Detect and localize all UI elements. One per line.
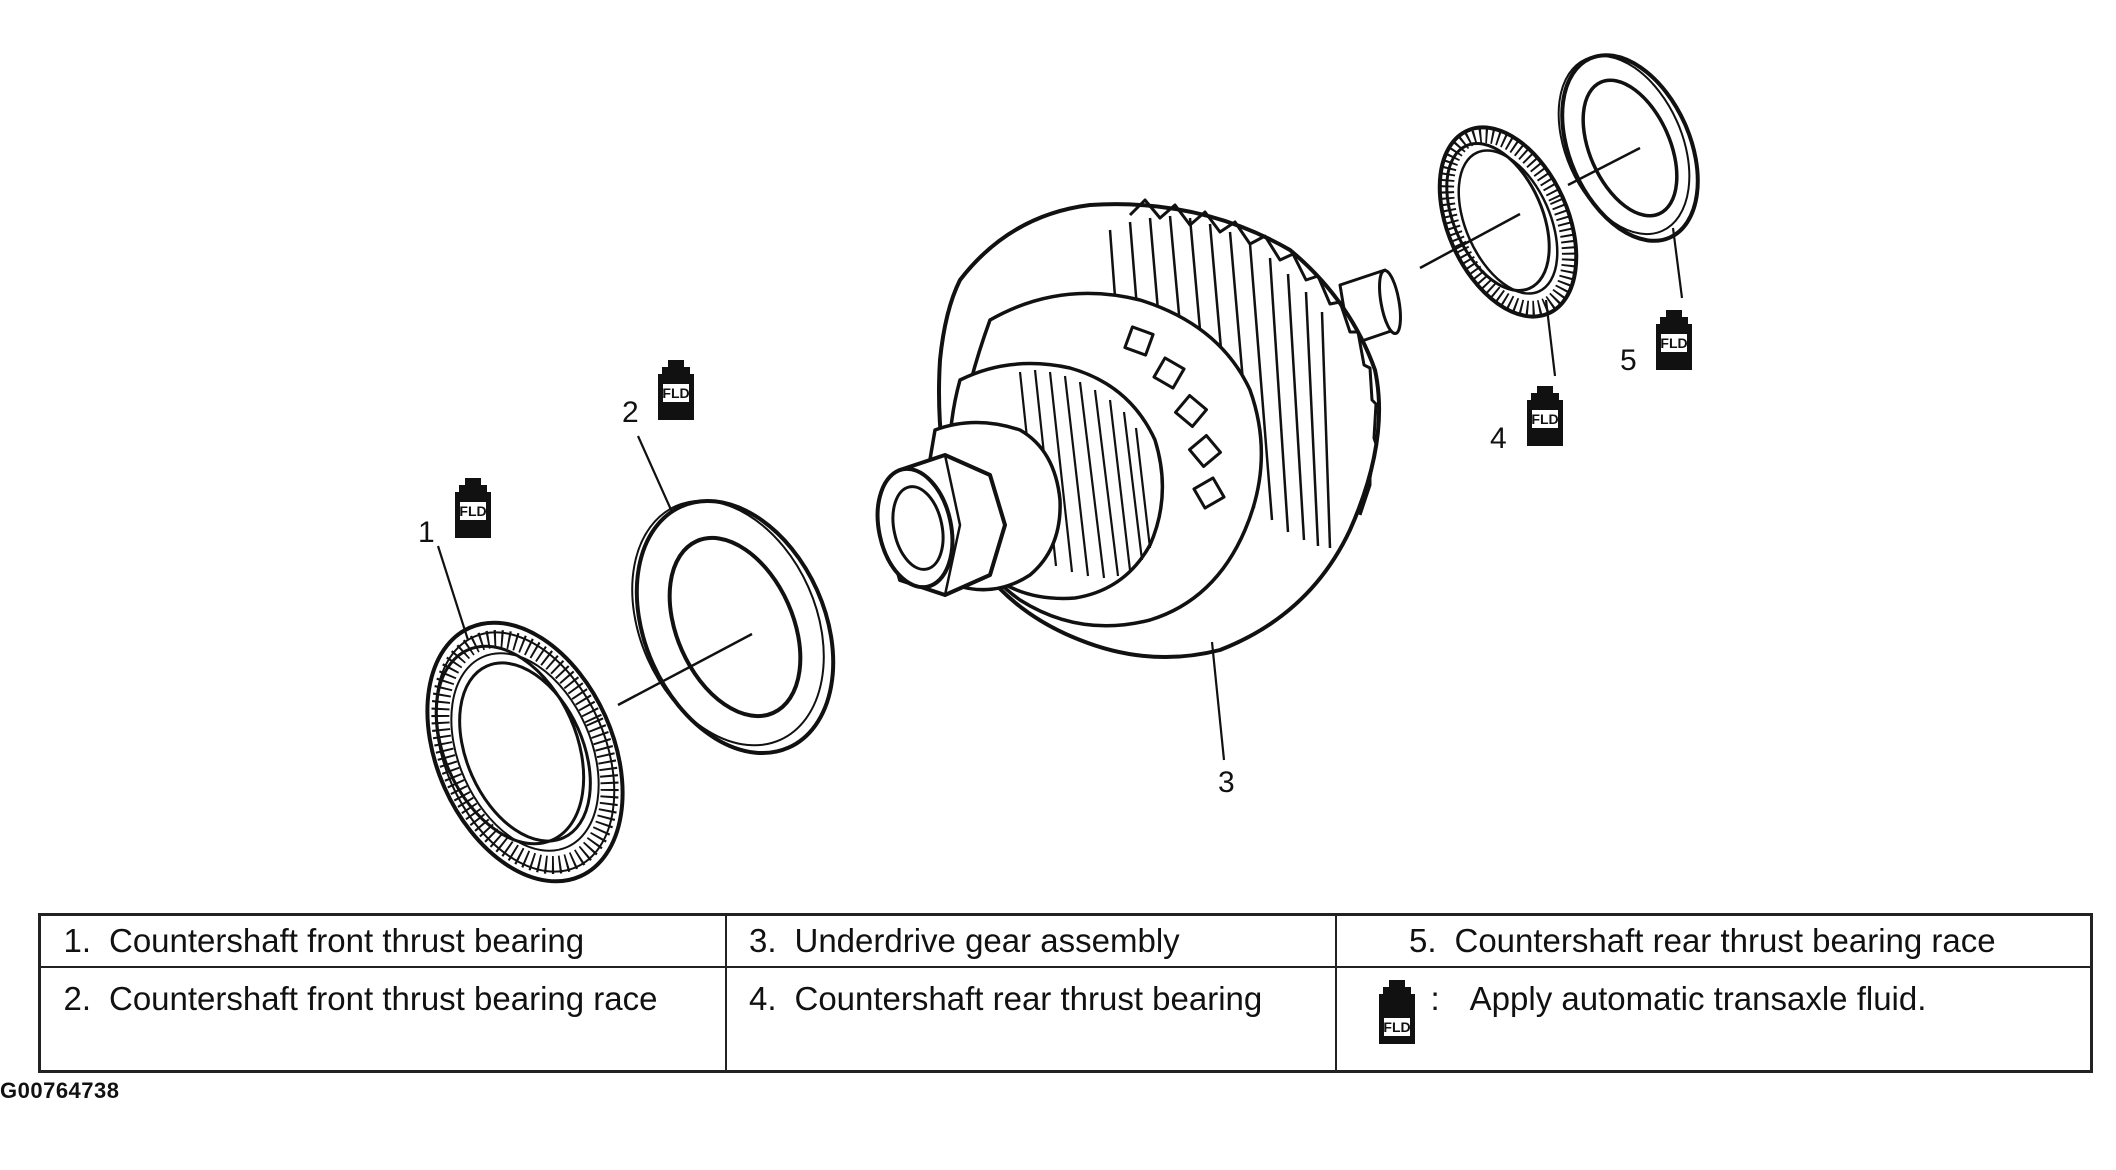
- svg-text:FLD: FLD: [662, 385, 689, 401]
- legend-text: Countershaft rear thrust bearing: [794, 980, 1263, 1017]
- legend-number: 2.: [63, 980, 91, 1017]
- svg-text:FLD: FLD: [1383, 1019, 1410, 1035]
- fluid-bottle-icon: FLD: [1656, 310, 1692, 370]
- leader-lines: [436, 227, 1684, 761]
- legend-cell: 5. Countershaft rear thrust bearing race: [1335, 914, 2093, 968]
- figure-id: G00764738: [0, 1078, 120, 1103]
- svg-text:FLD: FLD: [1660, 335, 1687, 351]
- legend-number: 3.: [748, 922, 777, 959]
- fluid-bottle-icon: FLD: [1378, 980, 1415, 1044]
- exploded-parts-diagram: FLD: [418, 53, 1700, 884]
- legend-text: Countershaft front thrust bearing: [109, 922, 585, 959]
- callout-2: 2: [622, 396, 639, 429]
- legend-cell: 4. Countershaft rear thrust bearing: [725, 967, 1337, 1072]
- callout-4: 4: [1490, 422, 1507, 455]
- axis-line-rear: [1419, 146, 1641, 270]
- parts-legend-table: 1. Countershaft front thrust bearing 3. …: [38, 913, 2093, 1073]
- rear-thrust-bearing: [1437, 125, 1579, 319]
- front-thrust-bearing: [425, 620, 625, 884]
- legend-cell: 3. Underdrive gear assembly: [725, 914, 1337, 968]
- legend-number: 1.: [63, 922, 91, 959]
- legend-cell: 2. Countershaft front thrust bearing rac…: [39, 967, 727, 1072]
- legend-cell: FLD : Apply automatic transaxle fluid.: [1335, 967, 2093, 1072]
- legend-row: 1. Countershaft front thrust bearing 3. …: [39, 914, 2093, 968]
- callout-3: 3: [1218, 766, 1235, 799]
- legend-number: 5.: [1408, 922, 1437, 959]
- legend-text: Countershaft rear thrust bearing race: [1454, 922, 1996, 959]
- legend-text: Underdrive gear assembly: [794, 922, 1180, 959]
- front-thrust-bearing-race: [631, 498, 836, 756]
- legend-fluid-note: Apply automatic transaxle fluid.: [1469, 980, 1927, 1017]
- fluid-bottle-icon: FLD: [1527, 386, 1563, 446]
- legend-number: 4.: [748, 980, 777, 1017]
- fluid-bottle-icon: FLD: [455, 478, 491, 538]
- svg-text:FLD: FLD: [1531, 411, 1558, 427]
- svg-text:FLD: FLD: [459, 503, 486, 519]
- fluid-bottle-icon: FLD: [658, 360, 694, 420]
- callout-5: 5: [1620, 344, 1637, 377]
- rear-thrust-bearing-race: [1557, 53, 1700, 243]
- legend-text: Countershaft front thrust bearing race: [109, 980, 658, 1017]
- underdrive-gear-assembly: [875, 198, 1402, 660]
- axis-line: [617, 632, 753, 707]
- legend-row: 2. Countershaft front thrust bearing rac…: [39, 967, 2093, 1072]
- callout-1: 1: [418, 516, 435, 549]
- legend-cell: 1. Countershaft front thrust bearing: [39, 914, 727, 968]
- legend-colon: :: [1430, 980, 1440, 1017]
